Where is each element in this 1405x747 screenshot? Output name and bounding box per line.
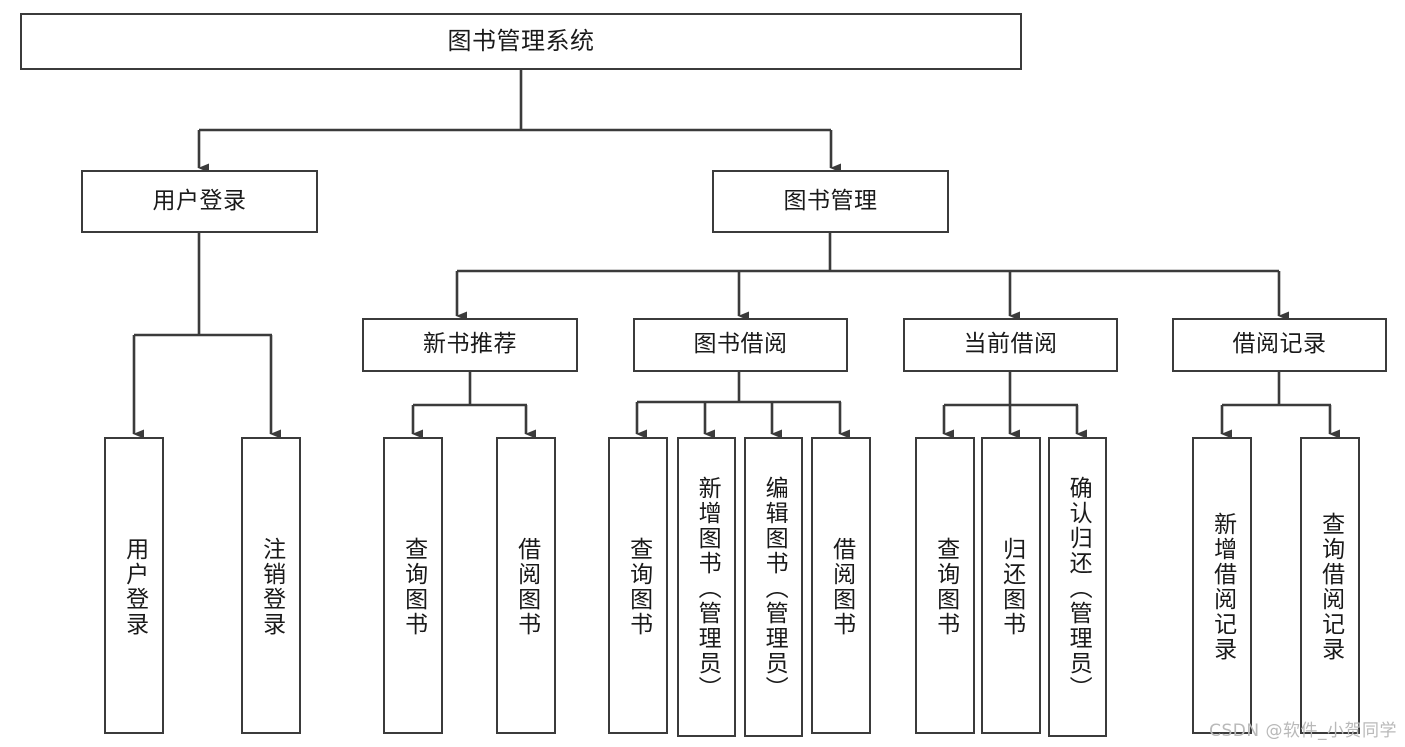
node-borrowing-record[interactable]: 借阅记录 <box>1172 318 1387 372</box>
node-label: 当前借阅 <box>963 331 1058 358</box>
node-current-borrowing[interactable]: 当前借阅 <box>903 318 1118 372</box>
node-leaf-add-book[interactable]: 新增图书（管理员） <box>677 437 736 737</box>
node-leaf-borrow-book-2[interactable]: 借阅图书 <box>811 437 871 734</box>
node-label: 查询借阅记录 <box>1317 511 1344 662</box>
node-label: 新增借阅记录 <box>1209 511 1236 662</box>
node-label: 归还图书 <box>998 536 1025 637</box>
node-label: 新增图书（管理员） <box>694 475 721 701</box>
node-book-management[interactable]: 图书管理 <box>712 170 949 233</box>
node-leaf-confirm-return[interactable]: 确认归还（管理员） <box>1048 437 1107 737</box>
node-label: 用户登录 <box>121 536 148 637</box>
node-leaf-logout[interactable]: 注销登录 <box>241 437 301 734</box>
node-label: 确认归还（管理员） <box>1065 475 1092 701</box>
node-leaf-add-record[interactable]: 新增借阅记录 <box>1192 437 1252 734</box>
node-label: 注销登录 <box>258 536 285 637</box>
node-label: 查询图书 <box>400 536 427 637</box>
csdn-watermark: CSDN @软件_小贺同学 <box>1209 721 1397 741</box>
node-label: 借阅图书 <box>513 536 540 637</box>
node-label: 借阅记录 <box>1232 331 1327 358</box>
node-label: 借阅图书 <box>828 536 855 637</box>
node-label: 图书管理系统 <box>447 27 595 56</box>
node-label: 编辑图书（管理员） <box>761 475 788 701</box>
node-leaf-edit-book[interactable]: 编辑图书（管理员） <box>744 437 803 737</box>
node-user-login[interactable]: 用户登录 <box>81 170 318 233</box>
node-leaf-query-book-2[interactable]: 查询图书 <box>608 437 668 734</box>
node-label: 查询图书 <box>932 536 959 637</box>
node-root-system[interactable]: 图书管理系统 <box>20 13 1022 70</box>
node-book-borrowing[interactable]: 图书借阅 <box>633 318 848 372</box>
node-label: 查询图书 <box>625 536 652 637</box>
node-leaf-user-login[interactable]: 用户登录 <box>104 437 164 734</box>
node-label: 用户登录 <box>152 187 247 214</box>
node-new-book-recommendation[interactable]: 新书推荐 <box>362 318 578 372</box>
node-label: 图书借阅 <box>693 331 788 358</box>
node-leaf-query-record[interactable]: 查询借阅记录 <box>1300 437 1360 734</box>
node-leaf-borrow-book-1[interactable]: 借阅图书 <box>496 437 556 734</box>
node-leaf-return-book[interactable]: 归还图书 <box>981 437 1041 734</box>
node-label: 新书推荐 <box>423 331 517 358</box>
node-label: 图书管理 <box>783 187 878 214</box>
node-leaf-query-book-3[interactable]: 查询图书 <box>915 437 975 734</box>
node-leaf-query-book-1[interactable]: 查询图书 <box>383 437 443 734</box>
